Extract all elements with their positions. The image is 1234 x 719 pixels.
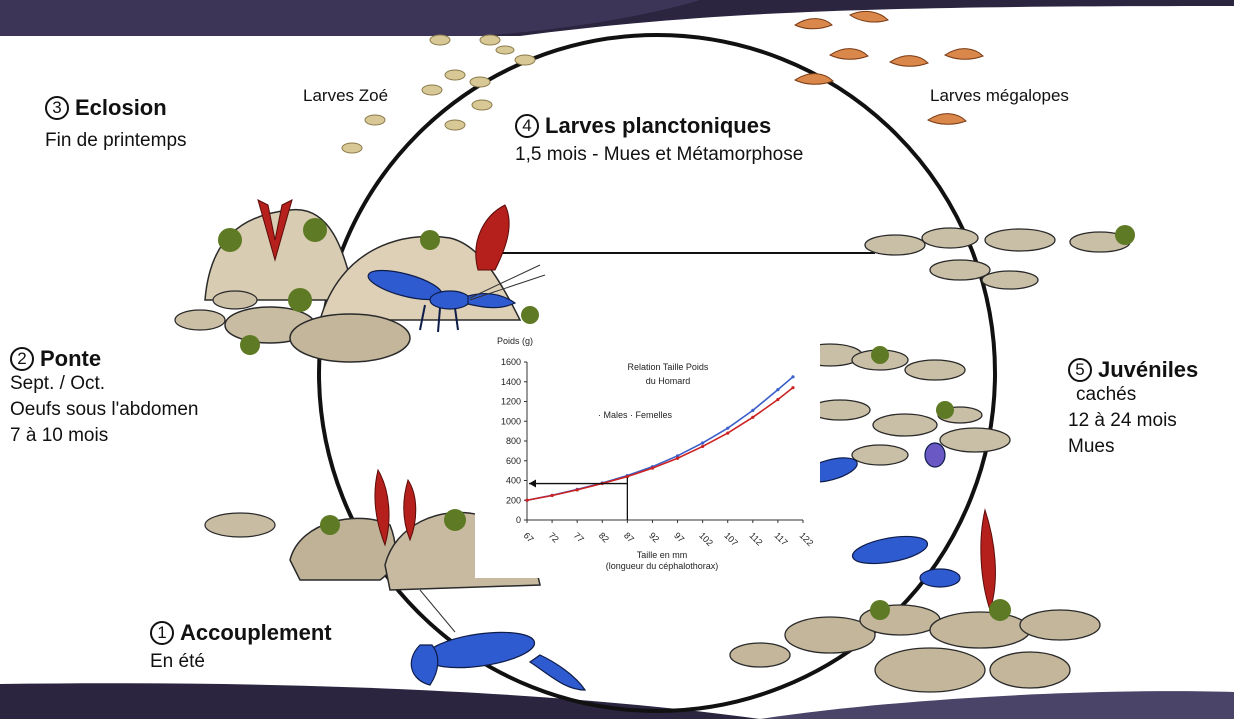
data-point-males [701, 441, 704, 444]
stage-eclosion: 3 Eclosion Fin de printemps [45, 95, 187, 152]
stage-larves-line: 1,5 mois - Mues et Métamorphose [515, 143, 803, 166]
stage-eclosion-line: Fin de printemps [45, 129, 187, 152]
mating-lobster-icon [411, 590, 585, 690]
lower-right-rocks [730, 599, 1100, 692]
data-point-femelles [776, 398, 779, 401]
stage-juveniles: 5 Juvéniles cachés 12 à 24 mois Mues [1068, 357, 1198, 458]
data-point-femelles [651, 467, 654, 470]
larves-zoe-label: Larves Zoé [303, 86, 388, 106]
stage-juveniles-line-1: cachés [1076, 383, 1198, 406]
stage-eclosion-title: 3 Eclosion [45, 95, 187, 121]
data-point-femelles [576, 488, 579, 491]
stage-juveniles-number: 5 [1068, 358, 1092, 382]
stage-accouplement-number: 1 [150, 621, 174, 645]
y-tick-label: 400 [506, 476, 521, 486]
stage-juveniles-label: Juvéniles [1098, 357, 1198, 383]
y-tick-label: 1200 [501, 397, 521, 407]
y-tick-label: 0 [516, 515, 521, 525]
stage-ponte: 2 Ponte Sept. / Oct. Oeufs sous l'abdome… [10, 346, 198, 447]
stage-juveniles-line-3: Mues [1068, 435, 1198, 458]
megalope-larvae-icon [795, 11, 983, 124]
y-tick-label: 1600 [501, 357, 521, 367]
stage-accouplement: 1 Accouplement En été [150, 620, 332, 673]
larves-megalopes-label: Larves mégalopes [930, 86, 1069, 106]
y-tick-label: 600 [506, 456, 521, 466]
data-point-femelles [751, 416, 754, 419]
data-point-femelles [550, 494, 553, 497]
stage-larves-label: Larves planctoniques [545, 113, 771, 139]
chart-title-line-2: du Homard [646, 376, 691, 386]
juvenile-seaweed [981, 510, 996, 610]
stage-ponte-number: 2 [10, 347, 34, 371]
chart-title-line-1: Relation Taille Poids [628, 362, 709, 372]
data-point-femelles [726, 432, 729, 435]
stage-eclosion-number: 3 [45, 96, 69, 120]
data-point-femelles [791, 386, 794, 389]
stage-ponte-title: 2 Ponte [10, 346, 198, 372]
data-point-males [726, 427, 729, 430]
data-point-males [776, 388, 779, 391]
data-point-femelles [701, 445, 704, 448]
stage-accouplement-title: 1 Accouplement [150, 620, 332, 646]
x-axis-note: (longueur du céphalothorax) [606, 561, 719, 571]
y-axis-title: Poids (g) [497, 336, 533, 346]
stage-juveniles-title: 5 Juvéniles [1068, 357, 1198, 383]
data-point-femelles [525, 499, 528, 502]
stage-juveniles-line-2: 12 à 24 mois [1068, 409, 1198, 432]
stage-larves-title: 4 Larves planctoniques [515, 113, 803, 139]
chart-legend: · Males · Femelles [598, 410, 673, 420]
data-point-femelles [676, 457, 679, 460]
stage-larves-number: 4 [515, 114, 539, 138]
y-tick-label: 1000 [501, 416, 521, 426]
stage-accouplement-label: Accouplement [180, 620, 332, 646]
y-tick-label: 800 [506, 436, 521, 446]
stage-ponte-line-1: Sept. / Oct. [10, 372, 198, 395]
stage-ponte-line-2: Oeufs sous l'abdomen [10, 398, 198, 421]
stage-ponte-line-3: 7 à 10 mois [10, 424, 198, 447]
x-axis-title: Taille en mm [637, 550, 688, 560]
stage-eclosion-label: Eclosion [75, 95, 167, 121]
data-point-males [791, 375, 794, 378]
stage-larves: 4 Larves planctoniques 1,5 mois - Mues e… [515, 113, 803, 166]
y-tick-label: 200 [506, 495, 521, 505]
stage-accouplement-line: En été [150, 650, 332, 673]
data-point-males [751, 409, 754, 412]
y-tick-label: 1400 [501, 377, 521, 387]
stage-ponte-label: Ponte [40, 346, 101, 372]
